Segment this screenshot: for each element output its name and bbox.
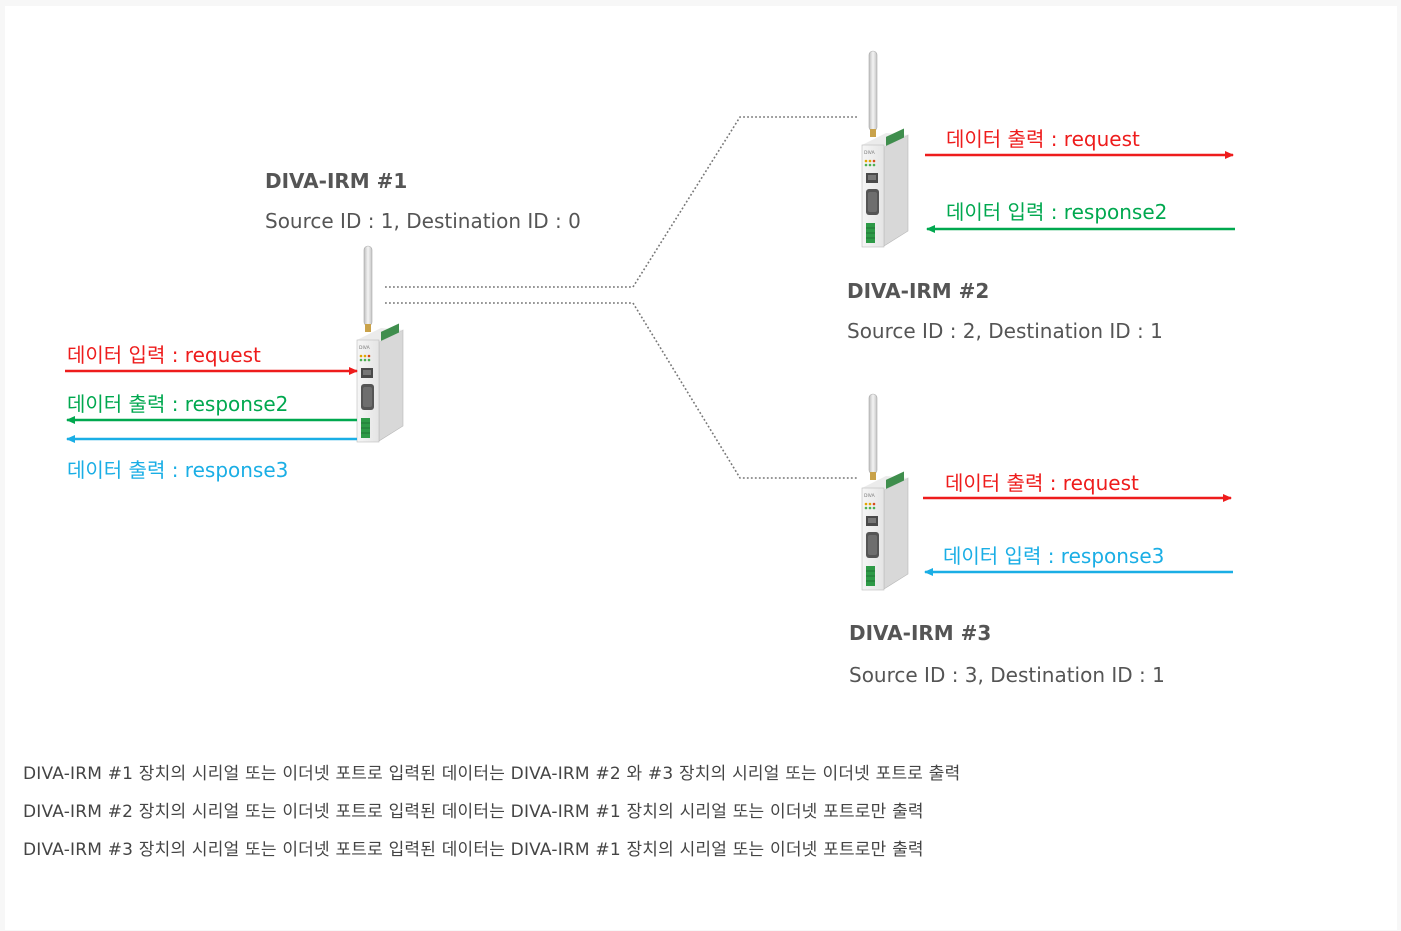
device-3-ids: Source ID : 3, Destination ID : 1 bbox=[849, 663, 1165, 687]
label-d3-output: 데이터 출력 : request bbox=[945, 471, 1139, 495]
label-d2-input: 데이터 입력 : response2 bbox=[946, 200, 1168, 224]
device-1-title: DIVA-IRM #1 bbox=[265, 169, 408, 193]
label-d3-input: 데이터 입력 : response3 bbox=[943, 544, 1165, 568]
description-line-1: DIVA-IRM #1 장치의 시리얼 또는 이더넷 포트로 입력된 데이터는 … bbox=[23, 764, 961, 784]
label-d2-output: 데이터 출력 : request bbox=[946, 127, 1140, 151]
device-2-ids: Source ID : 2, Destination ID : 1 bbox=[847, 319, 1163, 343]
link-1-to-2 bbox=[385, 116, 857, 288]
device-1-ids: Source ID : 1, Destination ID : 0 bbox=[265, 209, 581, 233]
label-d1-input: 데이터 입력 : request bbox=[67, 343, 261, 367]
description-line-3: DIVA-IRM #3 장치의 시리얼 또는 이더넷 포트로 입력된 데이터는 … bbox=[23, 840, 924, 860]
diagram-graphics: DIVA bbox=[65, 50, 1235, 591]
device-2-image bbox=[861, 50, 909, 248]
label-d1-output2: 데이터 출력 : response2 bbox=[67, 392, 289, 416]
device-3-title: DIVA-IRM #3 bbox=[849, 621, 992, 645]
device-1-image bbox=[356, 245, 404, 443]
device-2-title: DIVA-IRM #2 bbox=[847, 279, 990, 303]
wireless-links bbox=[385, 116, 857, 479]
device-3-image bbox=[861, 393, 909, 591]
link-1-to-3 bbox=[385, 302, 857, 479]
label-d1-output3: 데이터 출력 : response3 bbox=[67, 458, 289, 482]
diagram-canvas: DIVA bbox=[5, 6, 1397, 930]
description-line-2: DIVA-IRM #2 장치의 시리얼 또는 이더넷 포트로 입력된 데이터는 … bbox=[23, 802, 924, 822]
